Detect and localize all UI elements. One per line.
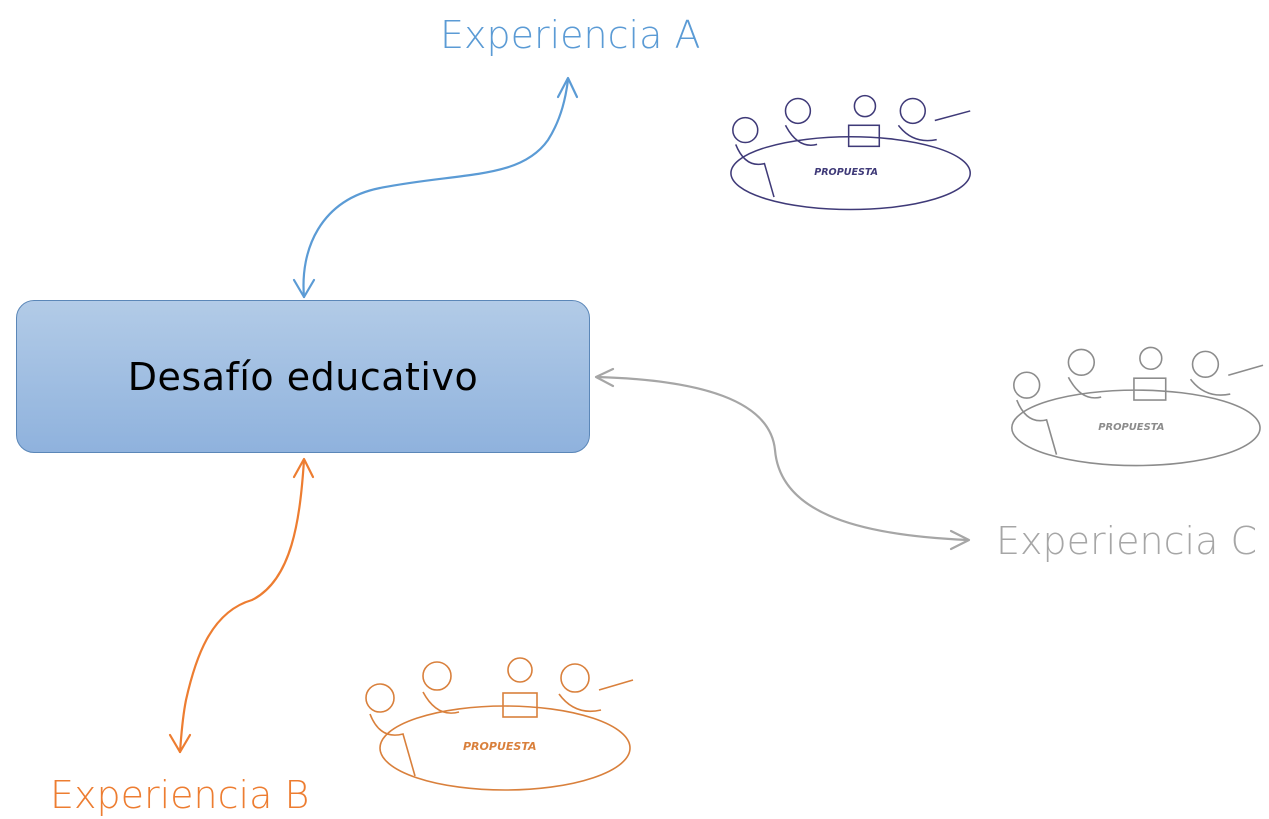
connector-a (292, 76, 579, 299)
person-body (735, 144, 775, 198)
person-figure (560, 663, 590, 693)
connector-c-curve (595, 375, 970, 542)
table-caption: PROPUESTA (814, 167, 878, 178)
connector-c-head-right (949, 529, 971, 551)
pointer-line (1228, 364, 1264, 376)
person-figure (1013, 371, 1041, 399)
laptop-shape (502, 692, 538, 718)
person-body (558, 693, 602, 713)
experience-c-label: Experiencia C (996, 519, 1257, 563)
person-figure (1139, 346, 1163, 371)
connector-c (594, 367, 971, 551)
person-figure (732, 116, 759, 144)
pointer-line (934, 110, 971, 122)
connector-b-curve (178, 458, 306, 754)
person-figure (1067, 348, 1096, 377)
connector-a-curve (302, 78, 570, 299)
meeting-illustration-b: PROPUESTA (365, 657, 634, 791)
table-shape (1011, 389, 1261, 467)
person-body (897, 124, 937, 142)
person-figure (899, 97, 926, 125)
person-body (784, 124, 818, 146)
connector-c-head-left (594, 367, 615, 388)
person-figure (422, 661, 452, 691)
person-figure (507, 657, 533, 683)
connector-b-head-bottom (168, 733, 192, 754)
table-shape (730, 136, 971, 211)
laptop-shape (1133, 377, 1167, 401)
table-shape (379, 705, 631, 791)
central-challenge-label: Desafío educativo (127, 354, 479, 399)
pointer-line (598, 679, 634, 691)
meeting-illustration-a: PROPUESTA (730, 94, 971, 211)
person-body (369, 713, 416, 777)
connector-a-head-top (556, 76, 579, 99)
person-figure (1191, 350, 1220, 378)
connector-b (168, 457, 315, 754)
person-body (1016, 399, 1058, 455)
connector-a-head-bottom (292, 278, 316, 299)
table-caption: PROPUESTA (463, 740, 536, 753)
connector-b-head-top (292, 457, 315, 479)
person-body (1067, 376, 1102, 399)
person-body (422, 691, 460, 714)
laptop-shape (847, 124, 881, 148)
table-caption: PROPUESTA (1098, 422, 1164, 433)
meeting-illustration-c: PROPUESTA (1011, 346, 1264, 467)
central-challenge-box: Desafío educativo (16, 300, 590, 453)
person-figure (784, 97, 812, 125)
person-body (1189, 378, 1231, 396)
person-figure (853, 94, 877, 118)
experience-a-label: Experiencia A (440, 13, 701, 57)
person-figure (365, 683, 395, 713)
experience-b-label: Experiencia B (50, 773, 310, 817)
